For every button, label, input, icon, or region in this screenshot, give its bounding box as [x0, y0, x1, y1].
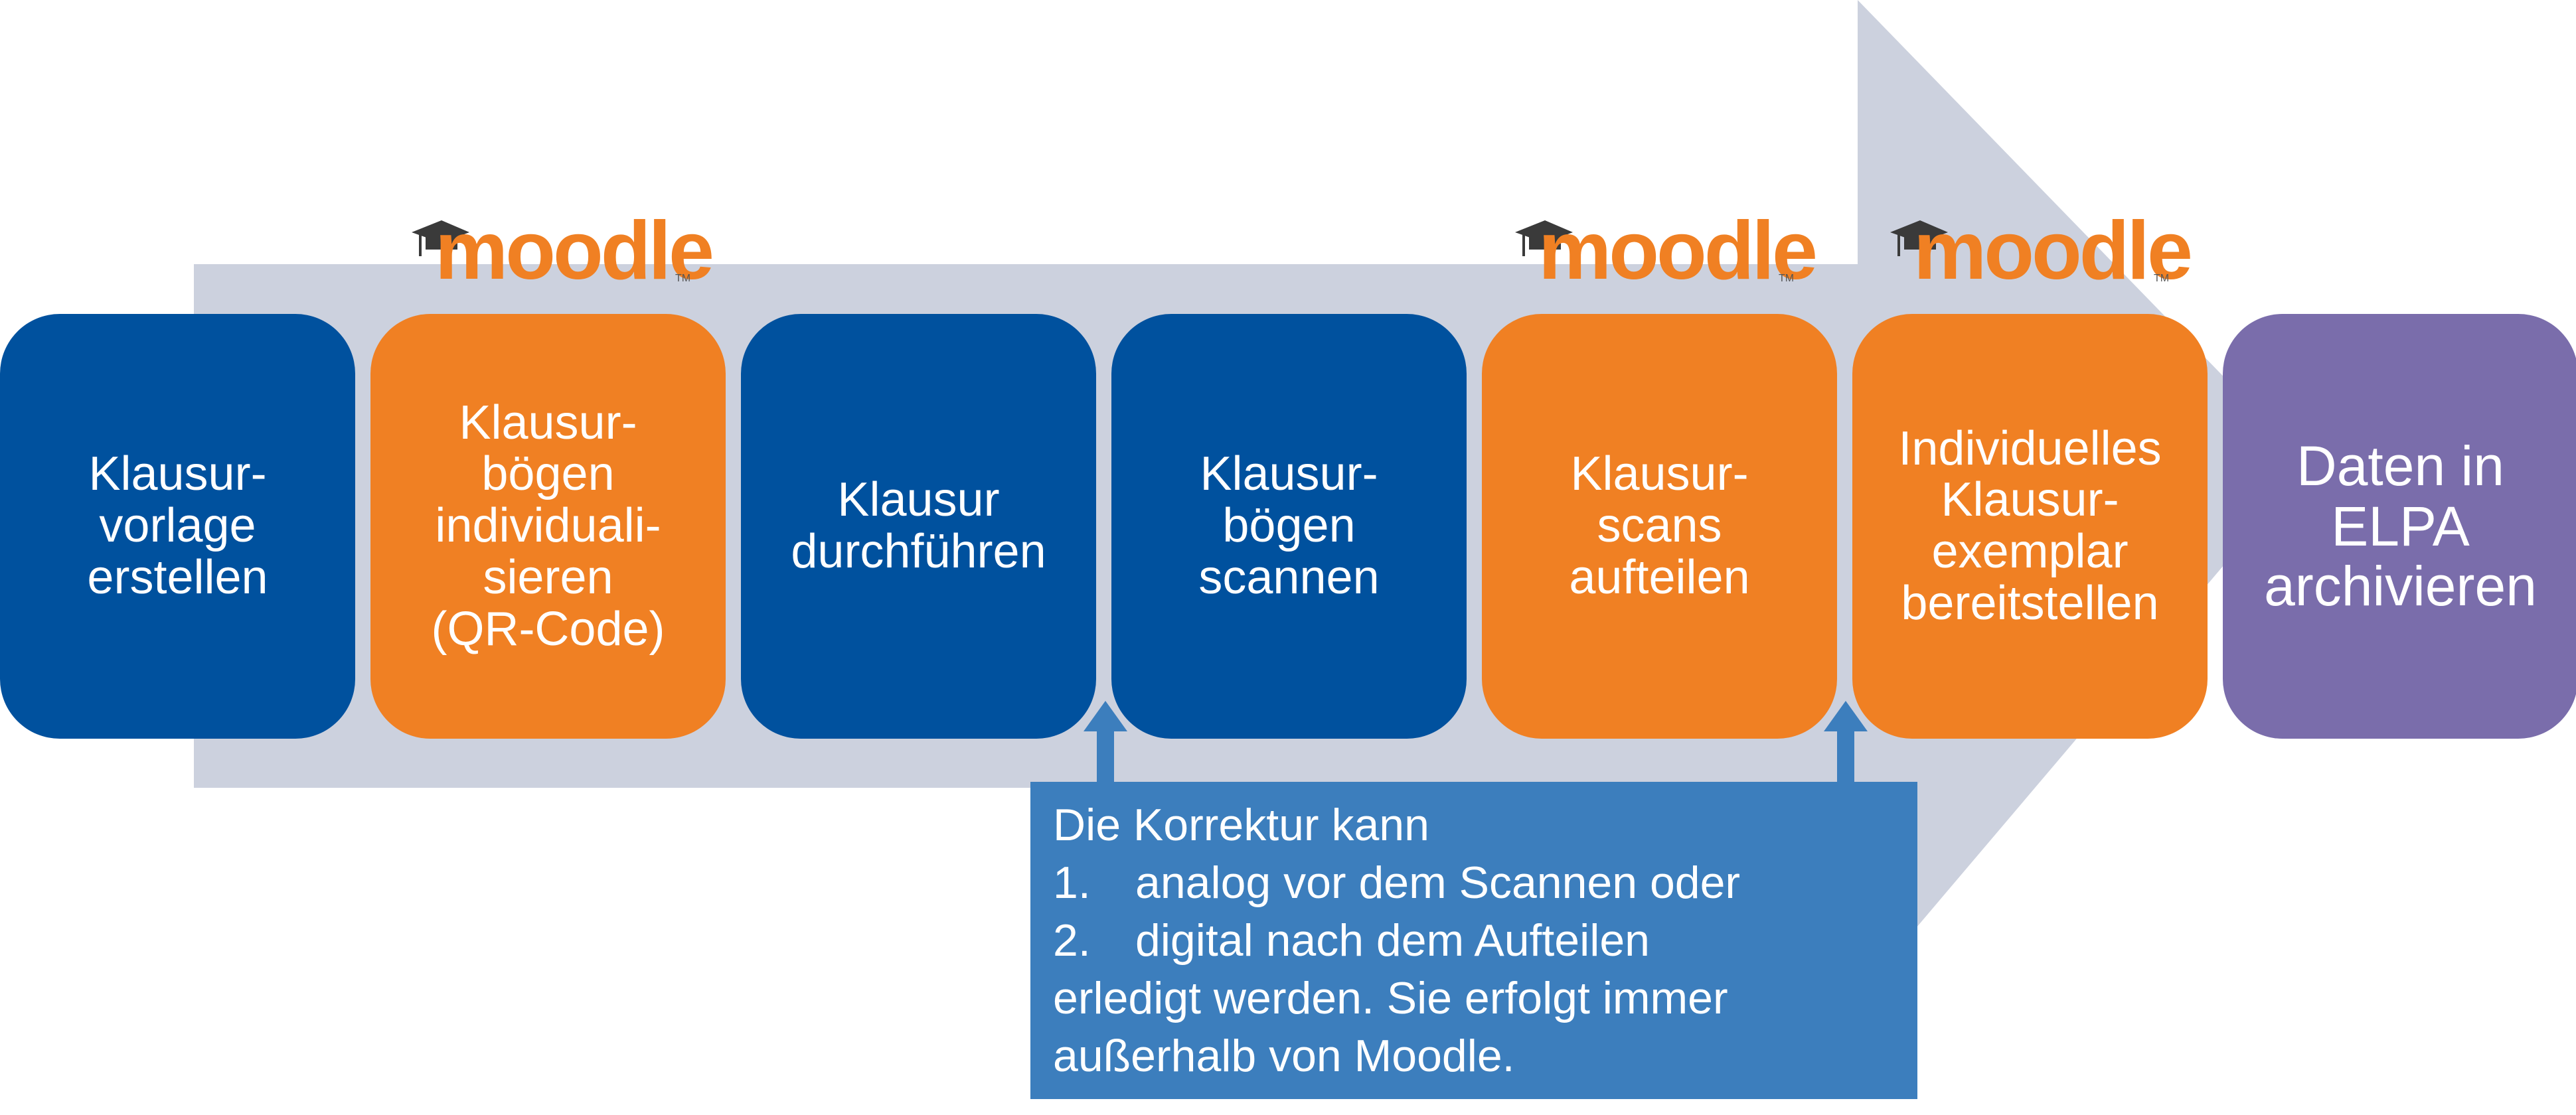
step-klausurexemplar-bereitstellen: Individuelles Klausur- exemplar bereitst… [1852, 314, 2208, 739]
list-number: 1. [1053, 857, 1091, 908]
note-list-item: 2. digital nach dem Aufteilen [1053, 912, 1895, 970]
up-arrow-icon [1084, 701, 1127, 786]
step-klausurboegen-scannen: Klausur- bögen scannen [1111, 314, 1467, 739]
moodle-logo-1: moodle TM [408, 205, 714, 297]
svg-text:moodle: moodle [1538, 205, 1815, 297]
svg-text:moodle: moodle [435, 205, 712, 297]
graduation-cap-icon [1515, 220, 1573, 256]
svg-text:TM: TM [2154, 273, 2169, 284]
step-daten-archivieren: Daten in ELPA archivieren [2223, 314, 2576, 739]
up-arrow-icon [1824, 701, 1868, 786]
list-text: digital nach dem Aufteilen [1135, 915, 1650, 966]
step-label: Klausur- bögen scannen [1198, 447, 1380, 604]
note-line: außerhalb von Moodle. [1053, 1031, 1515, 1081]
graduation-cap-icon [412, 220, 469, 256]
step-label: Klausur- bögen individuali- sieren (QR-C… [431, 396, 665, 656]
graduation-cap-icon [1890, 220, 1948, 256]
step-label: Daten in ELPA archivieren [2264, 434, 2537, 618]
moodle-logo-2: moodle TM [1512, 205, 1818, 297]
step-label: Klausur- scans aufteilen [1569, 447, 1750, 604]
step-klausurvorlage-erstellen: Klausur- vorlage erstellen [0, 314, 355, 739]
step-label: Klausur durchführen [791, 473, 1046, 578]
note-line: Die Korrektur kann [1053, 800, 1429, 850]
step-label: Klausur- vorlage erstellen [87, 447, 268, 604]
list-text: analog vor dem Scannen oder [1135, 857, 1741, 908]
svg-text:TM: TM [1779, 273, 1794, 284]
svg-text:moodle: moodle [1913, 205, 2190, 297]
svg-text:TM: TM [675, 273, 690, 284]
step-klausurscans-aufteilen: Klausur- scans aufteilen [1482, 314, 1837, 739]
moodle-logo-3: moodle TM [1887, 205, 2193, 297]
correction-note-box: Die Korrektur kann 1. analog vor dem Scan… [1030, 782, 1917, 1099]
note-line: erledigt werden. Sie erfolgt immer [1053, 973, 1728, 1023]
step-klausur-durchfuehren: Klausur durchführen [741, 314, 1096, 739]
list-number: 2. [1053, 915, 1091, 966]
step-klausurboegen-individualisieren: Klausur- bögen individuali- sieren (QR-C… [370, 314, 726, 739]
note-list-item: 1. analog vor dem Scannen oder [1053, 854, 1895, 912]
step-label: Individuelles Klausur- exemplar bereitst… [1898, 421, 2162, 630]
